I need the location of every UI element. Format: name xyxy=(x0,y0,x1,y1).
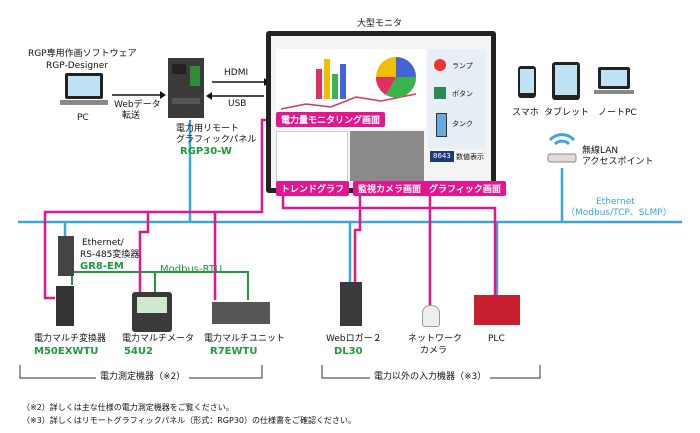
dl30-logger-icon xyxy=(340,282,362,326)
tablet-label: タブレット xyxy=(544,108,590,118)
pc-label: PC xyxy=(77,113,89,123)
screen-label-trend: トレンドグラフ xyxy=(276,181,350,196)
web-transfer-line2: 転送 xyxy=(122,111,141,121)
group-power-measurement: 電力測定機器（※2） xyxy=(96,372,190,383)
ethernet-label-line1: Ethernet xyxy=(596,197,635,207)
note-3: （※3）詳しくはリモートグラフィックパネル（形式：RGP30）の仕様書をご確認く… xyxy=(22,416,356,425)
value-display: 8643 xyxy=(430,151,454,162)
device-name-camera-line2: カメラ xyxy=(420,346,448,356)
device-name-r7ewtu: 電力マルチユニット xyxy=(204,334,286,344)
lamp-indicator-icon xyxy=(434,59,446,71)
lamp-label: ランプ xyxy=(452,62,473,70)
device-name-m50exwtu: 電力マルチ変換器 xyxy=(34,334,107,344)
tablet-icon xyxy=(552,62,580,100)
device-name-plc: PLC xyxy=(488,334,505,344)
button-label: ボタン xyxy=(452,90,473,98)
pc-laptop-icon xyxy=(60,72,108,108)
tank-label: タンク xyxy=(452,120,473,128)
gr8-model: GR8-EM xyxy=(80,261,124,272)
ethernet-label-line2: （Modbus/TCP、SLMP） xyxy=(566,208,672,218)
pc-software-line2: RGP-Designer xyxy=(46,61,109,71)
device-name-54u2: 電力マルチメータ xyxy=(122,334,195,344)
rgp-line1: 電力用リモート xyxy=(176,124,240,134)
gr8-line2: RS-485変換器 xyxy=(80,250,140,260)
screen-label-camera: 監視カメラ画面 xyxy=(353,181,427,196)
pc-software-line1: RGP専用作画ソフトウェア xyxy=(28,49,137,59)
button-indicator-icon xyxy=(434,87,446,99)
rgp-line2: グラフィックパネル xyxy=(176,135,257,145)
wifi-label-line2: アクセスポイント xyxy=(582,157,654,167)
m50exwtu-device-icon xyxy=(56,286,74,326)
device-model-dl30: DL30 xyxy=(334,346,363,357)
large-monitor: ランプ ボタン タンク 8643 数値表示 xyxy=(266,31,496,193)
gr8-line1: Ethernet/ xyxy=(82,238,124,248)
hdmi-label: HDMI xyxy=(224,68,249,78)
plc-icon xyxy=(474,295,520,325)
value-display-label: 数値表示 xyxy=(456,153,484,161)
notepc-label: ノートPC xyxy=(598,108,637,118)
note-2: （※2）詳しくは主な仕様の電力測定機器をご覧ください。 xyxy=(22,403,234,412)
screen-label-graphic: グラフィック画面 xyxy=(424,181,506,196)
screen-label-monitoring: 電力量モニタリング画面 xyxy=(276,112,386,127)
device-name-dl30: Webロガー２ xyxy=(326,334,382,344)
wifi-icon xyxy=(545,124,579,168)
device-model-54u2: 54U2 xyxy=(124,346,153,357)
smartphone-label: スマホ xyxy=(512,108,539,118)
usb-label: USB xyxy=(228,99,247,109)
network-camera-icon xyxy=(422,305,440,327)
tank-indicator-icon xyxy=(436,113,447,137)
device-model-m50exwtu: M50EXWTU xyxy=(34,346,99,357)
rgp-model: RGP30-W xyxy=(180,146,232,157)
device-model-r7ewtu: R7EWTU xyxy=(210,346,258,357)
camera-thumbnail xyxy=(350,131,424,181)
notepc-icon xyxy=(594,66,634,98)
device-name-camera-line1: ネットワーク xyxy=(408,334,463,344)
54u2-meter-icon xyxy=(132,292,172,332)
r7ewtu-unit-icon xyxy=(212,302,270,324)
gr8-converter-icon xyxy=(58,236,74,276)
web-transfer-line1: Webデータ xyxy=(114,100,161,110)
smartphone-icon xyxy=(518,66,536,98)
wifi-label-line1: 無線LAN xyxy=(582,146,619,156)
monitor-title: 大型モニタ xyxy=(357,19,403,29)
group-other-inputs: 電力以外の入力機器（※3） xyxy=(370,372,491,383)
modbus-rtu-label: Modbus-RTU xyxy=(160,264,223,275)
rgp-device-icon xyxy=(166,58,208,120)
